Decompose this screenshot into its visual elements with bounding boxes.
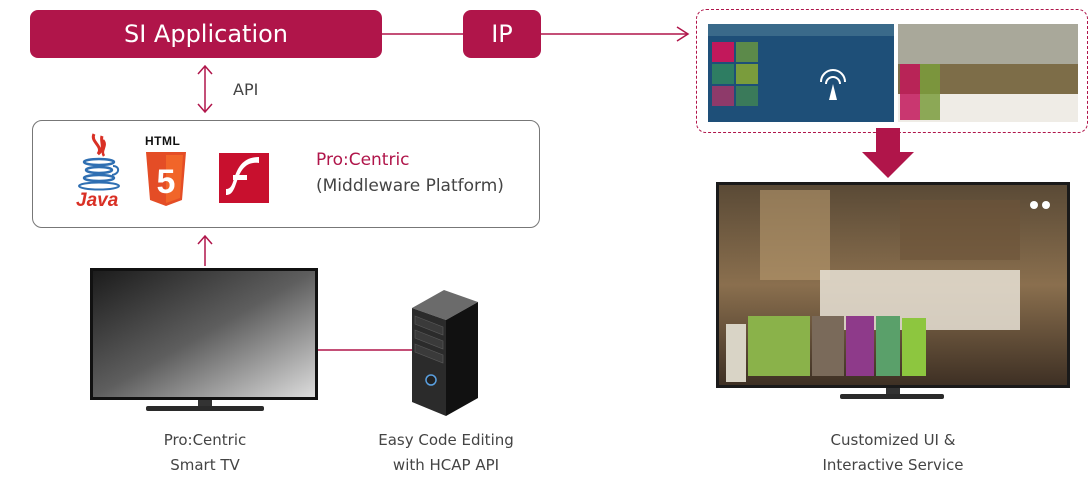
server-caption-line2: with HCAP API [392, 456, 500, 474]
tv-caption: Pro:Centric Smart TV [110, 428, 300, 478]
si-application-box: SI Application [30, 10, 382, 58]
server-caption-line1: Easy Code Editing [378, 431, 514, 449]
api-label: API [233, 80, 259, 99]
si-application-label: SI Application [123, 20, 289, 48]
result-caption-line2: Interactive Service [822, 456, 964, 474]
ip-label: IP [491, 20, 513, 48]
screens-group [696, 9, 1088, 133]
server-caption: Easy Code Editing with HCAP API [346, 428, 546, 478]
ip-box: IP [463, 10, 541, 58]
html5-text: HTML [145, 134, 181, 148]
svg-text:5: 5 [157, 163, 176, 201]
result-caption-line1: Customized UI & [830, 431, 956, 449]
middleware-subtitle: (Middleware Platform) [316, 176, 504, 196]
java-text: Java [76, 190, 119, 211]
middleware-title: Pro:Centric [316, 150, 410, 170]
tv-caption-line1: Pro:Centric [163, 431, 247, 449]
ip-arrowhead [676, 26, 690, 42]
result-caption: Customized UI & Interactive Service [788, 428, 998, 478]
tv-caption-line2: Smart TV [170, 456, 240, 474]
